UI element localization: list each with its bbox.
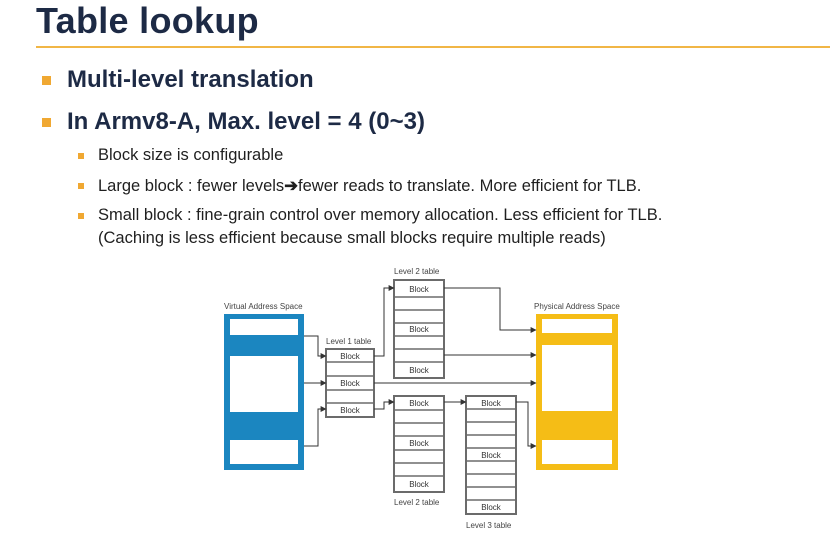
bullet-square-icon: [42, 75, 51, 85]
slide-title: Table lookup: [36, 0, 259, 41]
level3-table: [465, 395, 517, 515]
physical-segment: [542, 319, 612, 333]
virtual-segment: [230, 440, 298, 464]
level1-table-label: Level 1 table: [326, 337, 372, 346]
block-label: Block: [409, 399, 430, 408]
physical-space-label: Physical Address Space: [534, 302, 620, 311]
level3-table-label: Level 3 table: [466, 521, 512, 530]
block-label: Block: [409, 285, 430, 294]
bullet-text: In Armv8-A, Max. level = 4 (0~3): [67, 108, 425, 135]
virtual-space-label: Virtual Address Space: [224, 302, 303, 311]
subbullet-small-block: Small block : fine-grain control over me…: [78, 206, 662, 225]
block-label: Block: [340, 379, 361, 388]
subbullet-continuation: (Caching is less efficient because small…: [98, 229, 606, 247]
subbullet-text-pre: Large block : fewer levels: [98, 176, 285, 195]
bullet-square-icon: [42, 117, 51, 127]
right-arrow-icon: ➔: [284, 177, 299, 195]
virtual-segment: [230, 319, 298, 335]
bullet-square-icon: [78, 183, 84, 189]
subbullet-text: Block size is configurable: [98, 146, 284, 164]
block-label: Block: [409, 439, 430, 448]
bullet-square-icon: [78, 212, 84, 219]
block-label: Block: [409, 366, 430, 375]
bullet-multi-level: Multi-level translation: [42, 66, 314, 94]
block-label: Block: [481, 503, 502, 512]
level2-top-table-label: Level 2 table: [394, 267, 440, 276]
physical-segment: [542, 440, 612, 464]
physical-segment: [542, 345, 612, 411]
level2-bottom-table-label: Level 2 table: [394, 498, 440, 507]
subbullet-large-block: Large block : fewer levels ➔ fewer reads…: [78, 176, 641, 196]
subbullet-block-size: Block size is configurable: [78, 146, 283, 165]
block-label: Block: [409, 480, 430, 489]
connector-lines: [304, 285, 537, 449]
subbullet-text: Small block : fine-grain control over me…: [98, 206, 663, 224]
block-label: Block: [340, 352, 361, 361]
block-label: Block: [481, 451, 502, 460]
virtual-segment: [230, 356, 298, 412]
subbullet-text-post: fewer reads to translate. More efficient…: [298, 176, 642, 195]
block-label: Block: [340, 406, 361, 415]
block-label: Block: [409, 325, 430, 334]
bullet-square-icon: [78, 152, 84, 159]
title-underline: [36, 46, 830, 48]
block-label: Block: [481, 399, 502, 408]
bullet-text: Multi-level translation: [67, 66, 314, 93]
bullet-armv8-levels: In Armv8-A, Max. level = 4 (0~3): [42, 108, 425, 136]
